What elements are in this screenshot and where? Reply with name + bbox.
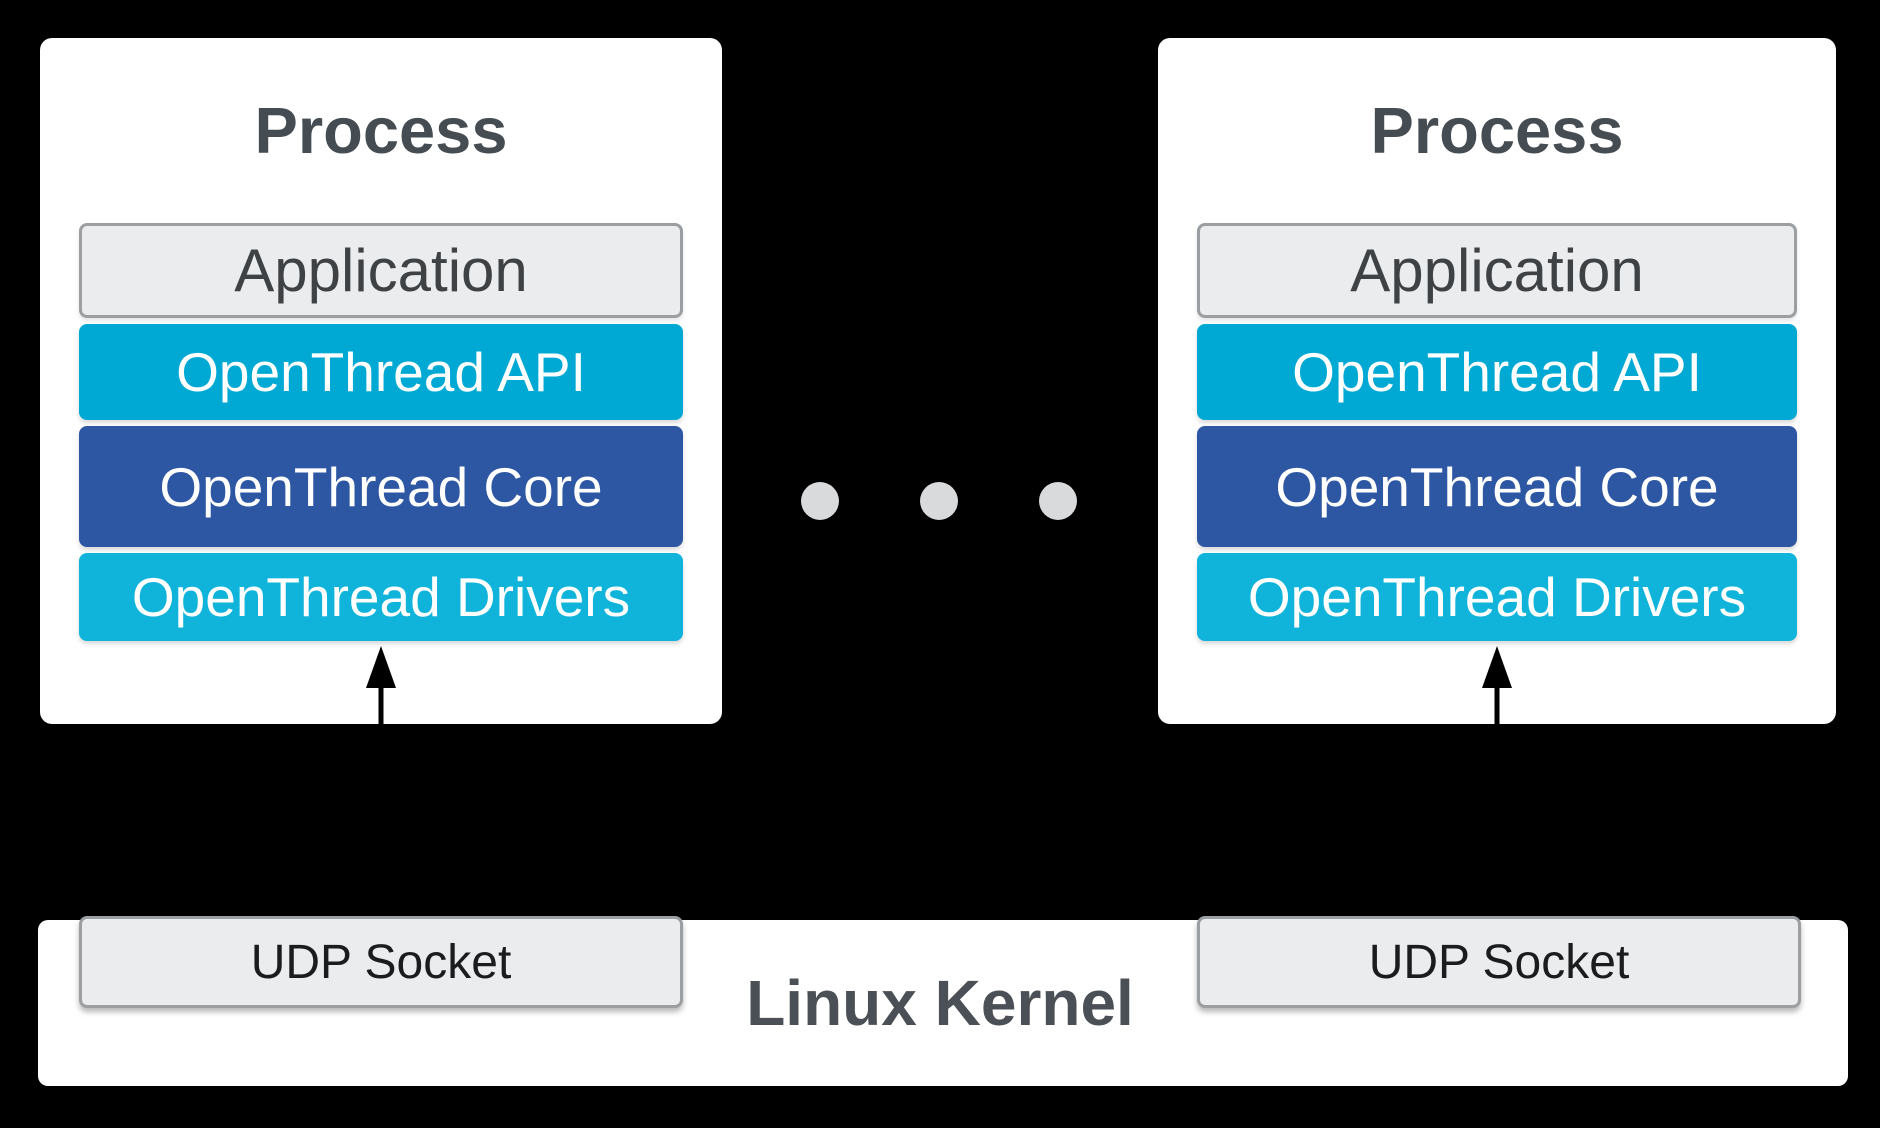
linux-kernel-title-wrap: Linux Kernel (683, 920, 1197, 1086)
layer-openthread-core: OpenThread Core (79, 426, 683, 547)
linux-kernel-bar: UDP Socket Linux Kernel UDP Socket (38, 916, 1848, 1086)
layer-openthread-api: OpenThread API (79, 324, 683, 420)
ellipsis (801, 482, 1077, 520)
layer-openthread-drivers: OpenThread Drivers (1197, 553, 1797, 641)
layer-stack: Application OpenThread API OpenThread Co… (40, 223, 722, 641)
ellipsis-dot (920, 482, 958, 520)
up-arrow-icon (1482, 646, 1512, 724)
process-title: Process (254, 94, 508, 167)
ellipsis-dot (801, 482, 839, 520)
layer-application: Application (79, 223, 683, 318)
udp-socket-1: UDP Socket (79, 916, 683, 1008)
up-arrow-icon (366, 646, 396, 724)
process-panel-2: Process Application OpenThread API OpenT… (1158, 38, 1836, 724)
udp-socket-2: UDP Socket (1197, 916, 1801, 1008)
layer-application: Application (1197, 223, 1797, 318)
layer-openthread-drivers: OpenThread Drivers (79, 553, 683, 641)
process-panel-1: Process Application OpenThread API OpenT… (40, 38, 722, 724)
process-title: Process (1370, 94, 1624, 167)
layer-stack: Application OpenThread API OpenThread Co… (1158, 223, 1836, 641)
ellipsis-dot (1039, 482, 1077, 520)
linux-kernel-title: Linux Kernel (746, 967, 1134, 1039)
layer-openthread-api: OpenThread API (1197, 324, 1797, 420)
layer-openthread-core: OpenThread Core (1197, 426, 1797, 547)
